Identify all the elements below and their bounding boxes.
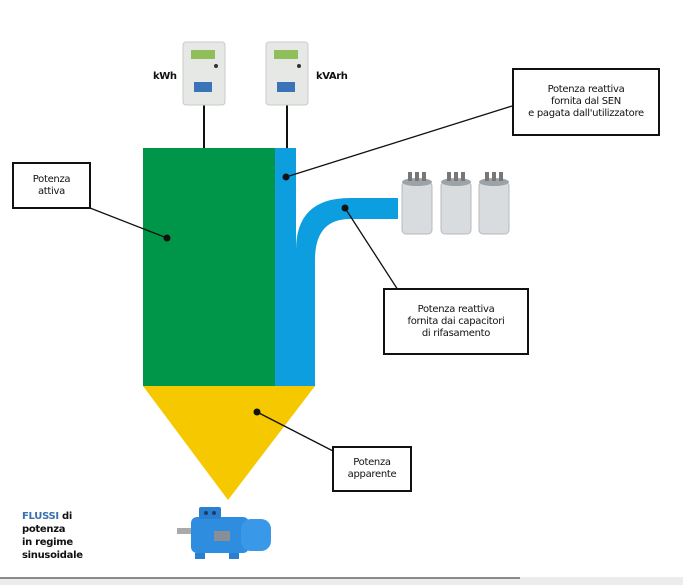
- active-power-label: Potenza attiva: [12, 162, 91, 209]
- caption-line1: di: [58, 511, 73, 522]
- leader-reactive-sen: [282, 105, 513, 181]
- bottom-divider: [0, 577, 520, 579]
- diagram-caption: FLUSSI di potenza in regime sinusoidale: [22, 510, 83, 562]
- kvarh-meter-icon: [265, 41, 309, 106]
- reactive-sen-label: Potenza reattiva fornita dal SEN e pagat…: [512, 68, 660, 136]
- capacitor-icon: [401, 172, 510, 235]
- caption-line3: in regime: [22, 537, 73, 548]
- electric-motor-icon: [177, 507, 271, 559]
- capacitor-reactive-pipe: [296, 198, 398, 386]
- apparent-power-triangle: [143, 386, 315, 500]
- leader-reactive-capacitors: [341, 204, 399, 291]
- leader-active-power: [89, 207, 171, 242]
- kwh-meter-label: kWh: [153, 71, 177, 82]
- reactive-power-strip: [275, 148, 296, 386]
- apparent-power-label: Potenza apparente: [332, 446, 412, 492]
- bottom-strip: [0, 577, 683, 585]
- reactive-capacitors-label: Potenza reattiva fornita dai capacitori …: [383, 288, 529, 355]
- caption-highlight: FLUSSI: [22, 511, 59, 522]
- caption-line4: sinusoidale: [22, 550, 83, 561]
- leader-apparent-power: [253, 408, 334, 452]
- active-power-block: [143, 148, 276, 386]
- kvarh-meter-label: kVArh: [316, 71, 348, 82]
- caption-line2: potenza: [22, 524, 66, 535]
- kwh-meter-icon: [182, 41, 226, 106]
